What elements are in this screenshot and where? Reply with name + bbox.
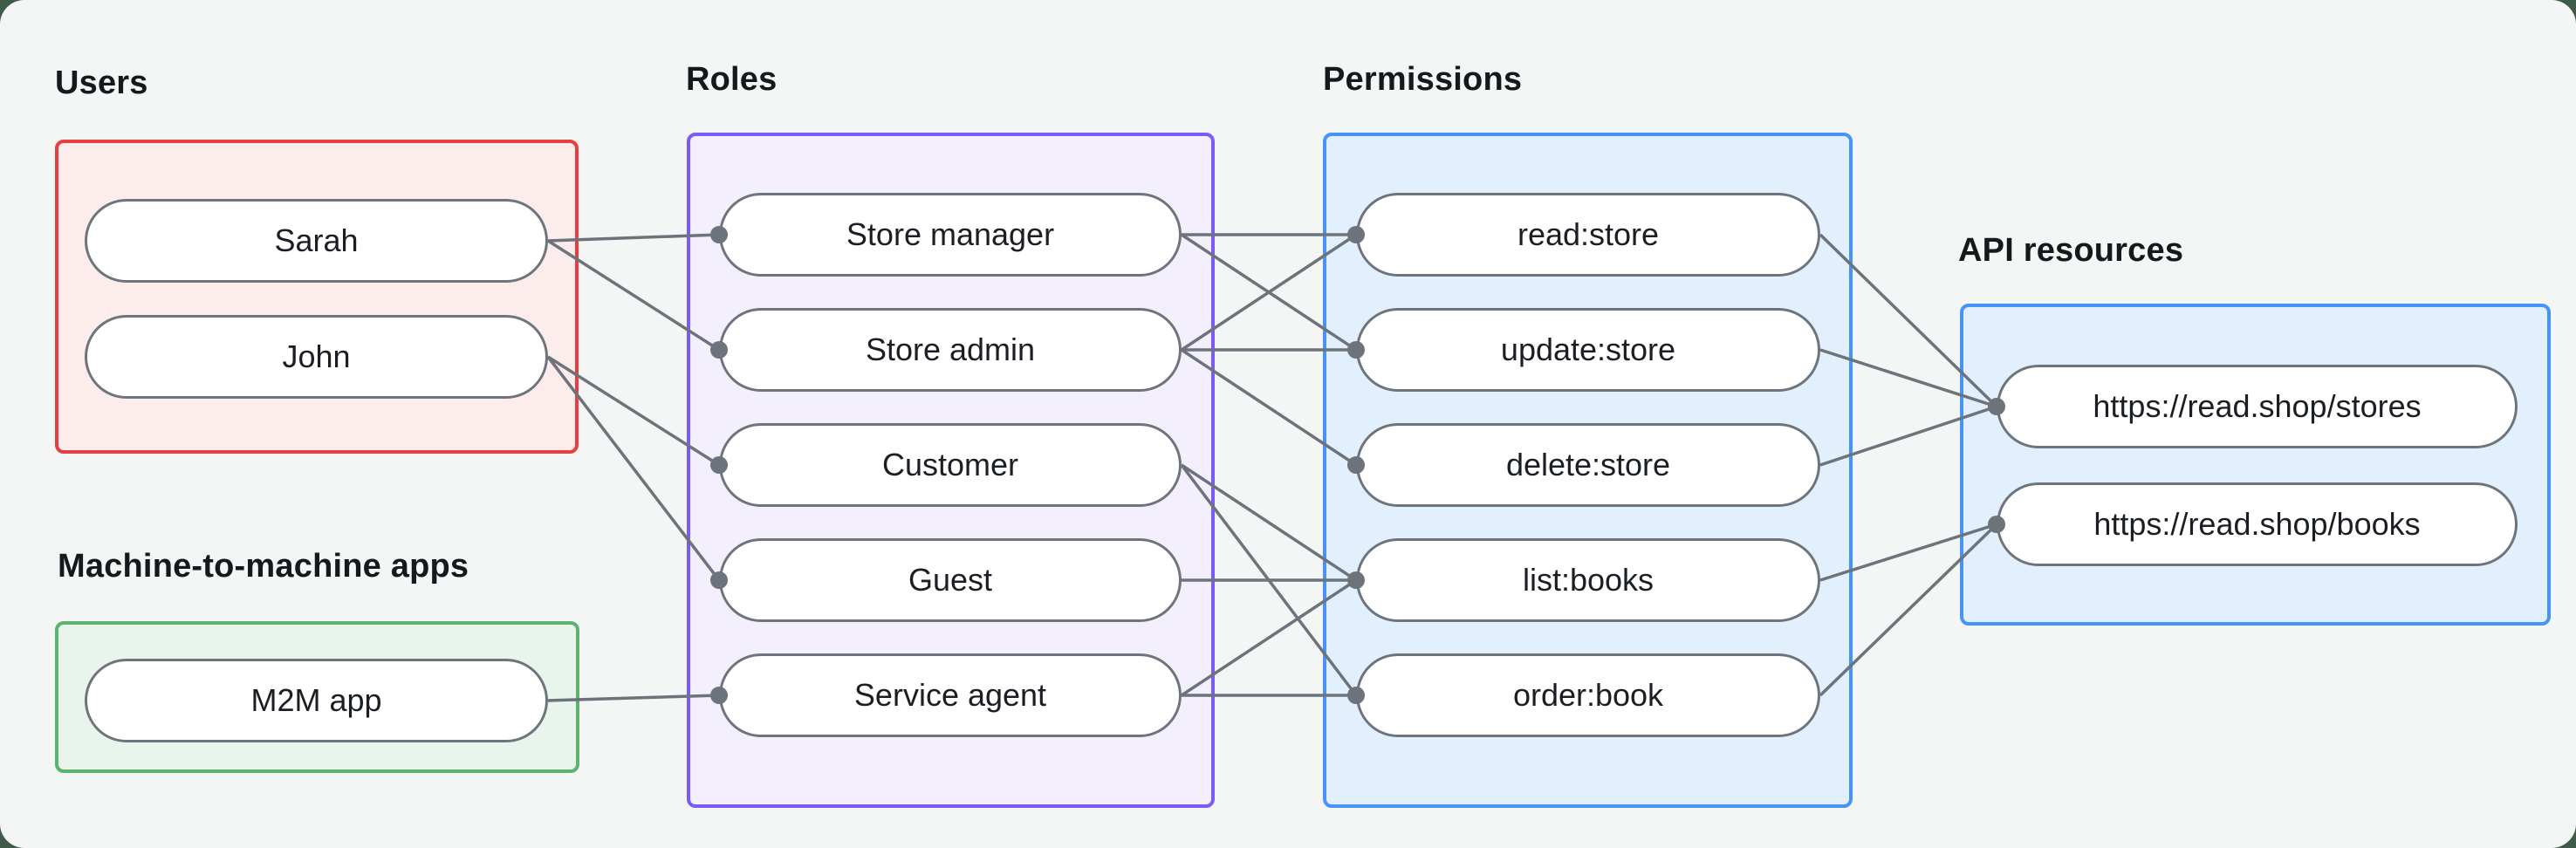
node-api-resource-stores: https://read.shop/stores xyxy=(1997,365,2518,448)
api-resources-group-label: API resources xyxy=(1958,232,2184,269)
permissions-group-label: Permissions xyxy=(1323,61,1523,98)
node-permission-read-store: read:store xyxy=(1356,193,1820,277)
node-role-store-manager: Store manager xyxy=(719,193,1182,277)
users-group-box xyxy=(55,140,579,454)
node-permission-update-store: update:store xyxy=(1356,308,1820,392)
node-api-resource-books: https://read.shop/books xyxy=(1997,482,2518,566)
node-role-customer: Customer xyxy=(719,423,1182,507)
node-user-john: John xyxy=(85,315,548,399)
roles-group-label: Roles xyxy=(686,61,778,98)
node-role-store-admin: Store admin xyxy=(719,308,1182,392)
users-group-label: Users xyxy=(55,65,148,101)
api-resources-group-box xyxy=(1960,304,2551,626)
node-user-sarah: Sarah xyxy=(85,199,548,283)
node-permission-delete-store: delete:store xyxy=(1356,423,1820,507)
m2m-group-label: Machine-to-machine apps xyxy=(58,548,469,585)
node-permission-list-books: list:books xyxy=(1356,538,1820,622)
node-permission-order-book: order:book xyxy=(1356,653,1820,737)
node-m2m-app: M2M app xyxy=(85,659,548,742)
node-role-service-agent: Service agent xyxy=(719,653,1182,737)
node-role-guest: Guest xyxy=(719,538,1182,622)
